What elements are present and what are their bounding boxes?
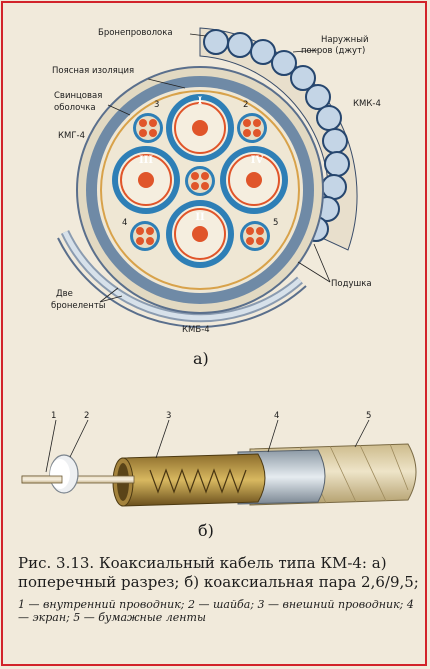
pair-label-III: III [139,155,153,166]
quad-label-5: 5 [273,218,278,228]
outer-conductor [121,453,266,507]
part-number-1: 1 [51,411,56,421]
part-leaders [45,419,370,473]
part-number-4: 4 [274,411,279,421]
quad-label-4: 4 [122,218,127,228]
cross-section: I II III IV 2 3 4 5 [57,27,358,328]
quad-label-2: 2 [243,100,248,110]
quad-2 [237,113,267,143]
quad-3 [133,113,163,143]
part-number-3: 3 [166,411,171,421]
part-number-2: 2 [84,411,89,421]
label-belt-insulation: Поясная изоляция [52,66,134,76]
quad-5 [240,221,270,251]
caption-legend: 1 — внутренний проводник; 2 — шайба; 3 —… [18,598,414,624]
label-outer-cover: Наружный покров (джут) [301,35,371,56]
label-two-tapes: Две броне­ленты [51,289,106,311]
belt-insulation-inner [100,90,300,290]
coaxial-pair-III [112,146,180,214]
label-kmb4: КМБ-4 [182,325,210,335]
pair-label-IV: IV [251,155,264,166]
leader-lines [99,33,331,303]
quad-4 [130,221,160,251]
panel-label-b: б) [198,521,214,540]
caption-main: Рис. 3.13. Коаксиальный кабель типа КМ-4… [18,554,419,591]
armor-tapes [57,230,307,328]
panel-label-a: а) [193,349,209,368]
coaxial-pair-I [166,94,234,162]
label-armor-wire: Бронепроволока [98,28,173,38]
label-kmk4: КМК-4 [353,99,381,109]
coaxial-pair-II [166,200,234,268]
label-lead-sheath: Свинцовая оболочка [54,91,105,113]
pair-label-II: II [195,212,205,223]
quad-label-3: 3 [154,100,159,110]
label-kmg4: КМГ-4 [58,131,85,141]
part-number-5: 5 [366,411,371,421]
label-cushion: Подушка [331,279,372,289]
quad-center [185,166,215,196]
figure-caption: Рис. 3.13. Коаксиальный кабель типа КМ-4… [18,554,420,624]
pair-label-I: I [198,96,203,107]
coaxial-pair-IV [220,146,288,214]
coaxial-pair-illustration [21,443,417,507]
